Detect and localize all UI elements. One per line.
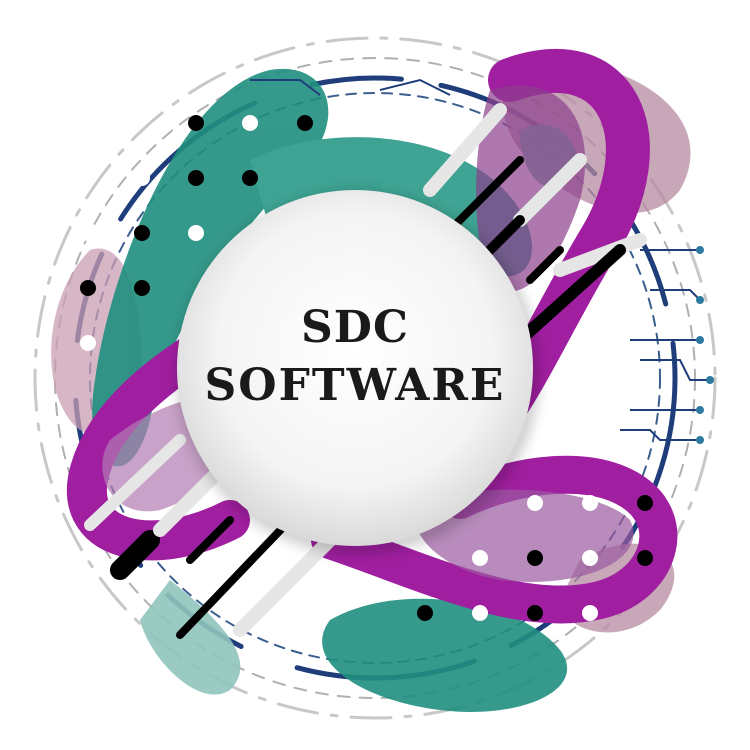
circuit-nodes [696,246,714,444]
center-circle [177,190,533,546]
diagonal-strokes [84,103,647,639]
logo-title: SDC SOFTWARE [190,300,520,416]
dot-grid-top-left [80,115,313,351]
dot-grid-bottom-right [417,495,653,621]
circuit-lines [250,78,710,441]
logo-title-line1: SDC [301,302,409,353]
logo-title-line2: SOFTWARE [204,360,506,411]
